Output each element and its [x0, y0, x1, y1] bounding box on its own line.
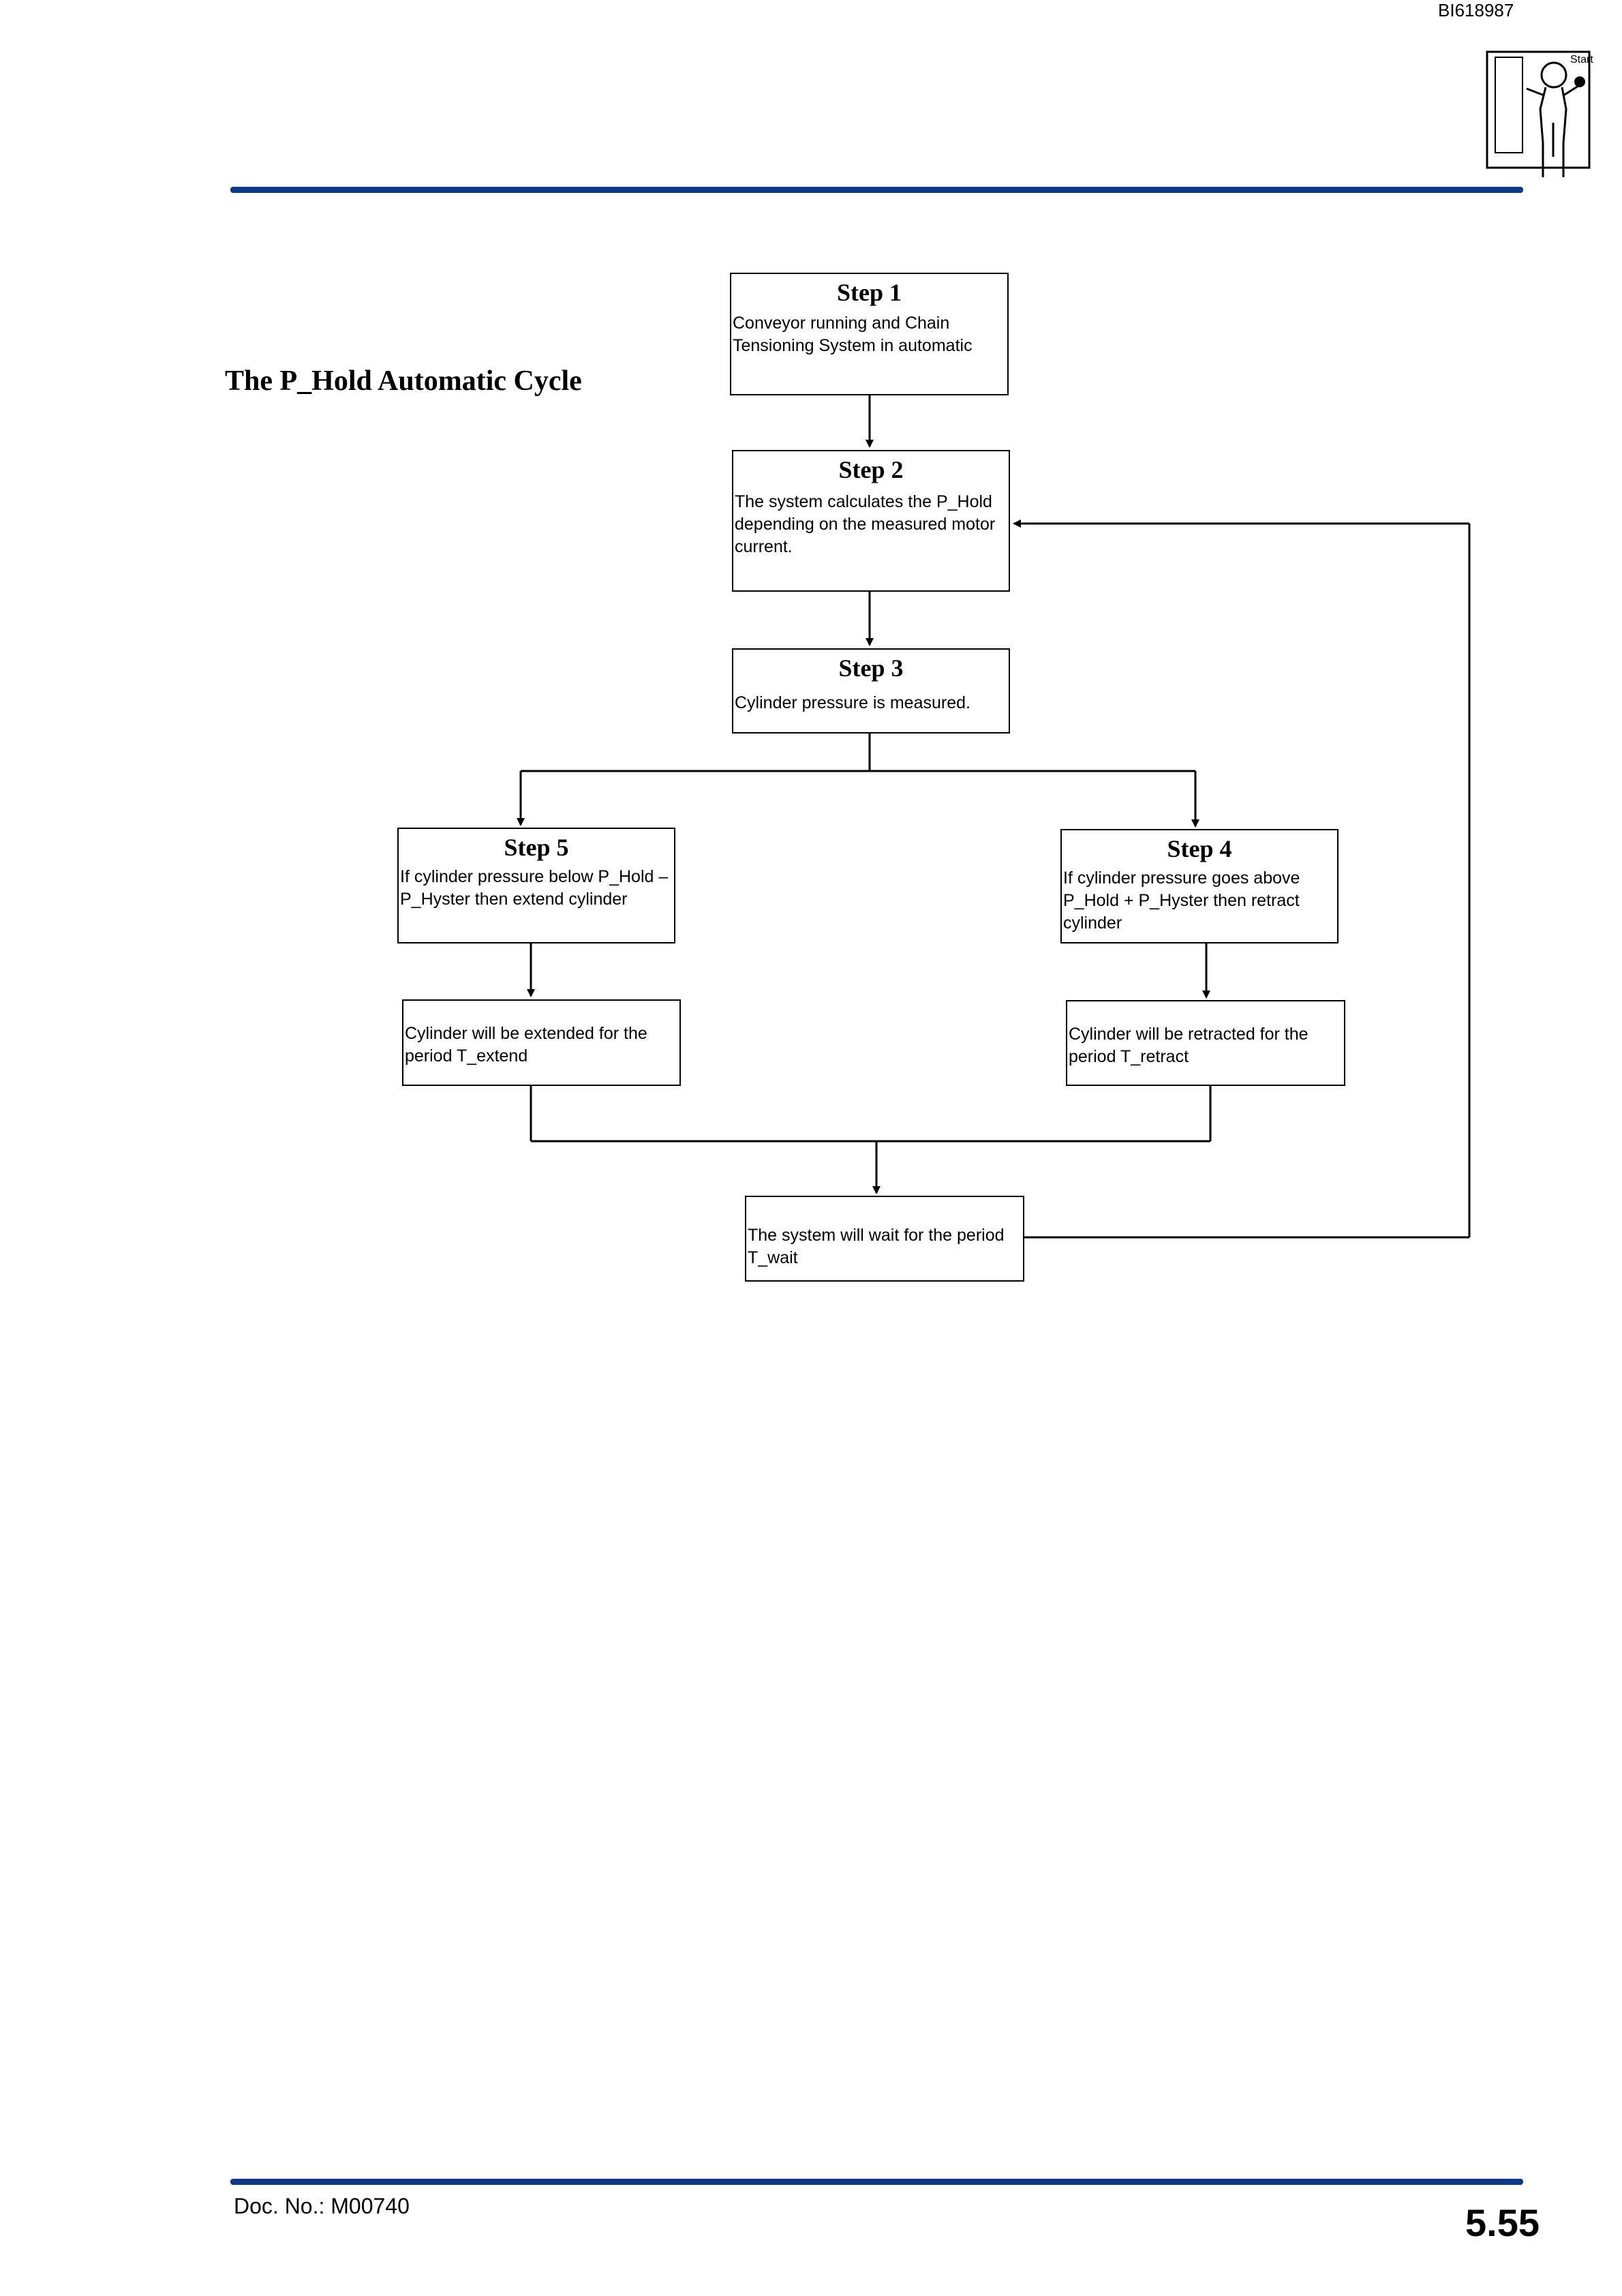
step2-text: The system calculates the P_Hold dependi…	[735, 492, 996, 556]
step2-title: Step 2	[838, 456, 904, 483]
step4-box: Step 4 If cylinder pressure goes above P…	[1060, 829, 1338, 943]
step1-title: Step 1	[836, 279, 902, 306]
start-logo-icon: Start	[1486, 50, 1593, 177]
step5-box: Step 5 If cylinder pressure below P_Hold…	[397, 828, 675, 943]
page-heading: The P_Hold Automatic Cycle	[225, 365, 582, 397]
document-number: Doc. No.: M00740	[234, 2194, 410, 2218]
footer-rule	[230, 2179, 1523, 2185]
wait-box: The system will wait for the period T_wa…	[745, 1196, 1024, 1282]
step1-box: Step 1 Conveyor running and Chain Tensio…	[730, 273, 1009, 395]
document-id: BI618987	[1438, 0, 1514, 20]
step3-title: Step 3	[838, 654, 904, 682]
page-number: 5.55	[1465, 2201, 1540, 2244]
step3-box: Step 3 Cylinder pressure is measured.	[732, 648, 1010, 734]
step5-title: Step 5	[504, 834, 569, 861]
step2-box: Step 2 The system calculates the P_Hold …	[732, 450, 1010, 592]
header-rule	[230, 187, 1523, 193]
extend-box: Cylinder will be extended for the period…	[402, 999, 681, 1086]
step4-title: Step 4	[1167, 835, 1232, 862]
step4-text: If cylinder pressure goes above P_Hold +…	[1063, 868, 1300, 933]
logo-label: Start	[1570, 54, 1593, 65]
step5-text: If cylinder pressure below P_Hold – P_Hy…	[400, 867, 669, 909]
retract-text: Cylinder will be retracted for the perio…	[1069, 1025, 1309, 1066]
step1-text: Conveyor running and Chain Tensioning Sy…	[733, 314, 973, 355]
retract-box: Cylinder will be retracted for the perio…	[1066, 1000, 1345, 1086]
wait-text: The system will wait for the period T_wa…	[748, 1226, 1005, 1267]
step3-text: Cylinder pressure is measured.	[735, 693, 970, 712]
extend-text: Cylinder will be extended for the period…	[405, 1024, 647, 1066]
